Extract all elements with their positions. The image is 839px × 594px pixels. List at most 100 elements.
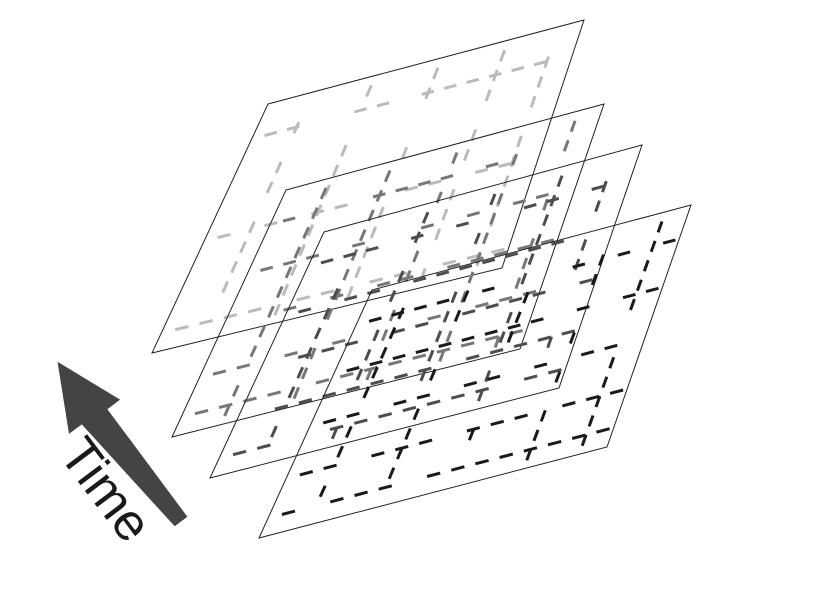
dash-segment xyxy=(247,307,262,314)
dash-segment xyxy=(298,243,306,257)
dash-segment xyxy=(306,224,315,237)
dash-segment xyxy=(378,412,393,419)
dash-segment xyxy=(325,308,334,321)
dash-segment xyxy=(523,374,538,381)
dash-segment xyxy=(281,509,296,516)
dash-segment xyxy=(248,220,256,234)
dash-segment xyxy=(415,321,429,328)
dash-segment xyxy=(331,338,346,346)
dash-segment xyxy=(376,281,391,288)
dash-segment xyxy=(597,254,605,267)
layer-outline xyxy=(151,19,585,354)
dash-segment xyxy=(417,180,431,187)
dash-segment xyxy=(571,433,586,440)
dash-segment xyxy=(371,451,385,458)
dash-segment xyxy=(539,409,547,422)
dash-segment xyxy=(395,186,409,193)
dash-segment xyxy=(371,366,379,379)
dash-segment xyxy=(375,189,384,202)
dash-segment xyxy=(533,362,548,369)
dash-segment xyxy=(413,276,427,283)
dash-segment xyxy=(527,253,535,266)
dash-segment xyxy=(296,295,311,302)
dash-segment xyxy=(462,148,470,162)
dash-segment xyxy=(506,330,514,343)
dash-segment xyxy=(376,101,390,108)
dash-segment xyxy=(230,260,238,274)
dash-segment xyxy=(533,60,547,67)
dash-segment xyxy=(489,212,497,225)
dash-segment xyxy=(404,270,412,283)
dash-segment xyxy=(412,353,427,360)
dash-segment xyxy=(556,175,564,188)
dash-segment xyxy=(534,233,542,246)
dash-segment xyxy=(369,226,378,239)
dash-segment xyxy=(339,372,354,379)
dash-segment xyxy=(323,463,337,471)
dash-segment xyxy=(498,331,506,344)
dash-segment xyxy=(466,77,480,84)
dash-segment xyxy=(416,393,431,400)
dash-segment xyxy=(547,368,562,375)
dash-segment xyxy=(267,305,275,319)
dash-segment xyxy=(232,449,247,457)
dash-segment xyxy=(394,373,408,380)
dash-segment xyxy=(383,170,392,183)
dash-segment xyxy=(594,200,601,213)
dash-segment xyxy=(442,310,450,323)
dash-segment xyxy=(561,329,576,336)
dash-segment xyxy=(537,335,552,342)
dash-segment xyxy=(530,317,544,324)
dash-segment xyxy=(336,445,344,458)
dash-segment xyxy=(591,184,605,191)
dash-segment xyxy=(415,347,429,355)
dash-segment xyxy=(585,394,600,402)
dash-segment xyxy=(594,395,602,408)
dash-segment xyxy=(484,89,492,102)
dash-segment xyxy=(493,250,508,257)
dash-segment xyxy=(298,398,313,405)
dash-segment xyxy=(265,181,274,194)
dash-segment xyxy=(499,49,507,62)
dash-segment xyxy=(622,292,636,300)
dash-segment xyxy=(354,490,368,497)
dash-segment xyxy=(482,258,496,265)
dash-segment xyxy=(275,285,284,299)
dash-segment xyxy=(292,121,301,134)
dash-segment xyxy=(529,95,537,108)
dash-segment xyxy=(359,229,367,242)
dash-segment xyxy=(514,277,522,290)
dash-segment xyxy=(645,286,659,294)
dash-segment xyxy=(475,458,489,466)
dash-segment xyxy=(523,203,537,210)
dash-segment xyxy=(450,291,458,304)
dash-segment xyxy=(402,405,417,413)
dash-segment xyxy=(273,303,281,316)
dash-segment xyxy=(404,427,412,440)
dash-segment xyxy=(436,270,450,277)
dash-segment xyxy=(451,151,459,165)
dash-segment xyxy=(487,374,501,382)
dash-segment xyxy=(562,139,570,152)
dash-segment xyxy=(290,263,298,277)
dash-segment xyxy=(322,307,331,320)
dash-segment xyxy=(274,161,283,174)
dash-segment xyxy=(489,348,504,355)
dash-segment xyxy=(473,232,481,245)
dash-segment xyxy=(323,184,331,197)
dash-segment xyxy=(551,239,565,246)
dash-segment xyxy=(320,289,335,296)
dash-segment xyxy=(491,69,499,82)
dash-segment xyxy=(450,393,465,400)
dash-segment xyxy=(481,286,495,293)
dash-segment xyxy=(302,226,310,240)
dash-segment xyxy=(546,336,554,349)
dash-segment xyxy=(281,283,290,297)
dash-segment xyxy=(318,485,327,498)
dash-segment xyxy=(401,146,409,159)
dash-segment xyxy=(453,309,462,322)
dash-segment xyxy=(508,296,523,304)
dash-segment xyxy=(315,204,323,217)
layer-stack xyxy=(151,19,692,539)
dash-segment xyxy=(532,429,540,442)
